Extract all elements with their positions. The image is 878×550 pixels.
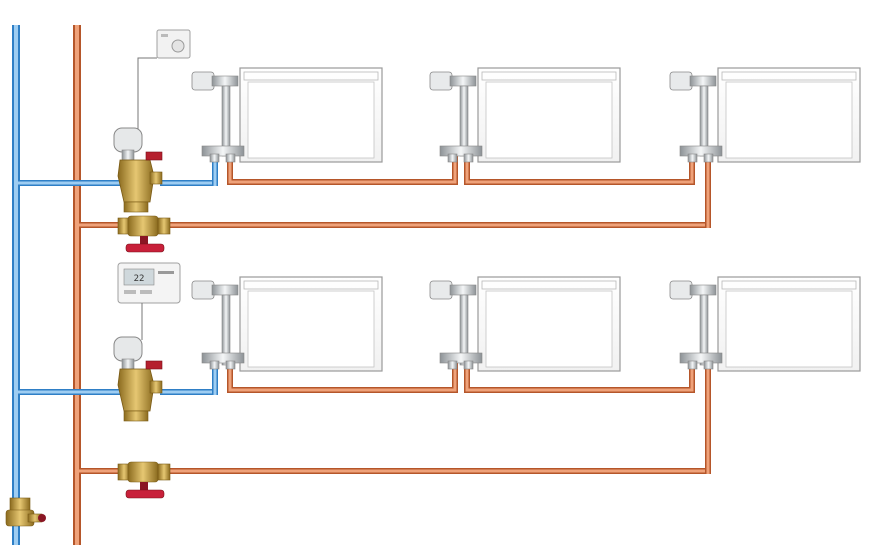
radiator-valve-set: [429, 280, 483, 370]
radiator-valve-set: [669, 280, 723, 370]
radiator: [717, 276, 861, 372]
thermostat-display: 22: [134, 274, 145, 284]
radiator: [717, 67, 861, 163]
balancing-valve: [117, 461, 171, 499]
zone-valve-with-actuator: [113, 127, 163, 213]
floor1-supply-branch: [18, 155, 218, 186]
supply-riser: [12, 25, 20, 545]
floor1-radiator-link-pipes: [227, 155, 695, 185]
radiator-valve-set: [669, 71, 723, 163]
floor2-radiator-link-pipes: [227, 362, 695, 393]
drain-valve: [5, 497, 46, 527]
radiator: [477, 276, 621, 372]
radiator-valve-set: [429, 71, 483, 163]
radiator: [239, 276, 383, 372]
digital-thermostat: 22: [117, 262, 181, 304]
zone-valve-with-actuator: [113, 336, 163, 422]
floor2-supply-branch: [18, 362, 218, 395]
thermostat-wire: [137, 57, 157, 130]
room-thermostat: [156, 29, 191, 59]
radiator-valve-set: [191, 71, 245, 163]
return-riser: [73, 25, 81, 545]
floor2-return-branch: [79, 362, 711, 474]
balancing-valve: [117, 215, 171, 253]
radiator: [477, 67, 621, 163]
floor1-return-branch: [79, 155, 711, 228]
radiator-valve-set: [191, 280, 245, 370]
radiator: [239, 67, 383, 163]
